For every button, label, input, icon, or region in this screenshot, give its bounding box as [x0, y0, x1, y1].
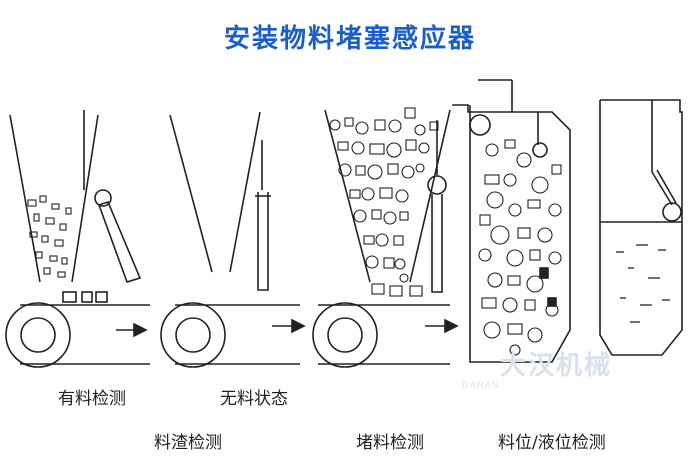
page-title: 安装物料堵塞感应器 — [223, 24, 476, 54]
label-blockage-detection: 堵料检测 — [356, 433, 424, 453]
panel-no-material — [160, 111, 306, 368]
panel-material-present — [5, 110, 150, 368]
watermark-subtext: DAHAN — [462, 381, 500, 391]
label-level-detection: 料位/液位检测 — [498, 433, 606, 453]
panel-blockage — [312, 107, 459, 368]
label-slag-detection: 料渣检测 — [154, 433, 222, 453]
panel-level-full — [452, 79, 571, 363]
label-no-material: 无料状态 — [220, 389, 288, 409]
panel-level-liquid — [599, 99, 683, 356]
watermark-logo: 大汉机械 — [500, 351, 613, 381]
label-material-present: 有料检测 — [58, 389, 126, 409]
